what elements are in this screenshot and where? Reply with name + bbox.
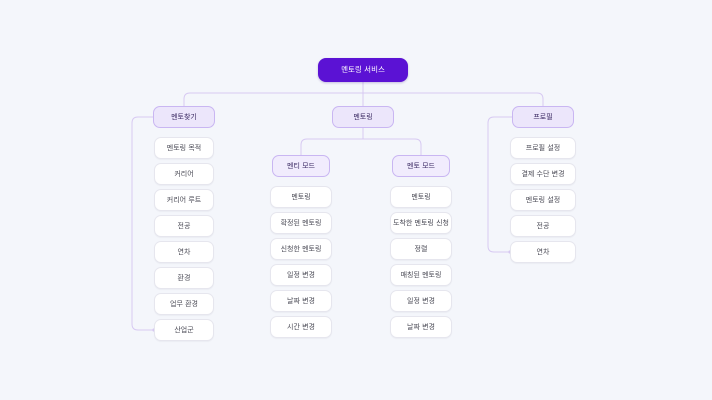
subbranch-node-mentor-mode[interactable]: 멘토 모드 xyxy=(392,155,450,177)
leaf-node[interactable]: 확정된 멘토링 xyxy=(270,212,332,234)
root-node[interactable]: 멘토링 서비스 xyxy=(318,58,408,82)
leaf-node[interactable]: 연차 xyxy=(510,241,576,263)
leaf-node[interactable]: 일정 변경 xyxy=(390,290,452,312)
branch-node-profile[interactable]: 프로필 xyxy=(512,106,574,128)
leaf-node[interactable]: 멘토링 목적 xyxy=(154,137,214,159)
leaf-node[interactable]: 산업군 xyxy=(154,319,214,341)
leaf-node[interactable]: 일정 변경 xyxy=(270,264,332,286)
branch-node-mentoring[interactable]: 멘토링 xyxy=(332,106,394,128)
leaf-node[interactable]: 시간 변경 xyxy=(270,316,332,338)
leaf-node[interactable]: 매칭된 멘토링 xyxy=(390,264,452,286)
leaf-node[interactable]: 전공 xyxy=(510,215,576,237)
leaf-node[interactable]: 멘토링 설정 xyxy=(510,189,576,211)
leaf-node[interactable]: 날짜 변경 xyxy=(390,316,452,338)
leaf-node[interactable]: 연차 xyxy=(154,241,214,263)
leaf-node[interactable]: 정렬 xyxy=(390,238,452,260)
branch-node-find-mentor[interactable]: 멘토찾기 xyxy=(153,106,215,128)
leaf-node[interactable]: 프로필 설정 xyxy=(510,137,576,159)
leaf-node[interactable]: 결제 수단 변경 xyxy=(510,163,576,185)
leaf-node[interactable]: 도착한 멘토링 신청 xyxy=(390,212,452,234)
leaf-node[interactable]: 환경 xyxy=(154,267,214,289)
leaf-node[interactable]: 멘토링 xyxy=(390,186,452,208)
leaf-node[interactable]: 멘토링 xyxy=(270,186,332,208)
leaf-node[interactable]: 신청한 멘토링 xyxy=(270,238,332,260)
leaf-node[interactable]: 커리어 루트 xyxy=(154,189,214,211)
leaf-node[interactable]: 업무 환경 xyxy=(154,293,214,315)
subbranch-node-mentee-mode[interactable]: 멘티 모드 xyxy=(272,155,330,177)
leaf-node[interactable]: 날짜 변경 xyxy=(270,290,332,312)
leaf-node[interactable]: 커리어 xyxy=(154,163,214,185)
leaf-node[interactable]: 전공 xyxy=(154,215,214,237)
